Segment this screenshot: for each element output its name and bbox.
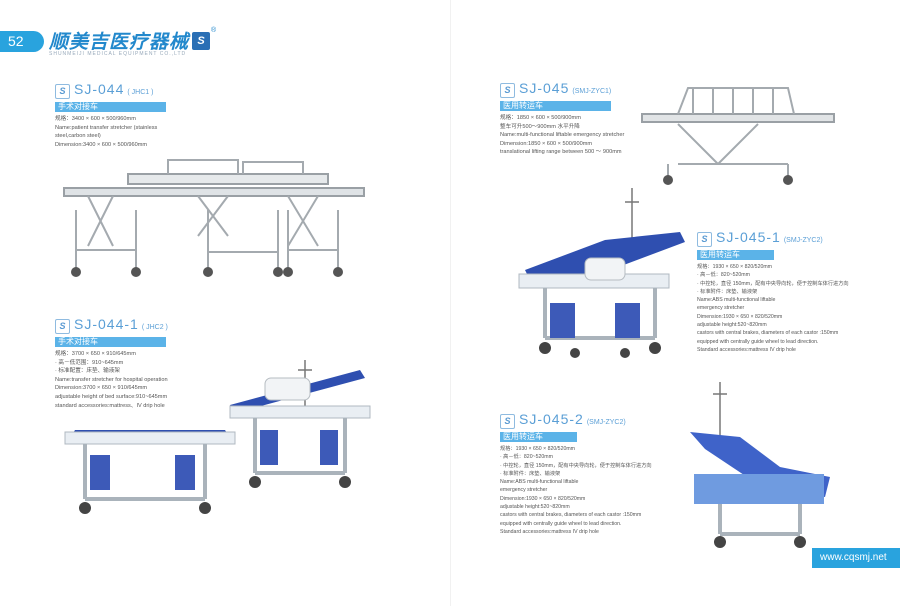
- website-url: www.cqsmj.net: [820, 552, 887, 563]
- spec-line: 规格：3700 × 650 × 910/645mm: [55, 351, 136, 357]
- spec-line: · 标准附件：床垫、输液架: [500, 470, 561, 477]
- product-code-row: S SJ-044 ( JHC1 ): [55, 81, 166, 99]
- s-logo-icon: S: [697, 232, 712, 247]
- product-specs: 规格：3400 × 600 × 500/960mm Name:patient t…: [55, 115, 166, 149]
- brand-subtitle: SHUNMEIJI MEDICAL EQUIPMENT CO.,LTD: [49, 51, 187, 57]
- product-specs: 规格：3700 × 650 × 910/645mm · 高－低范围：910~64…: [55, 350, 168, 410]
- product-code: SJ-044: [74, 81, 125, 97]
- spec-line: steel,carbon steel): [55, 133, 101, 140]
- product-code-row: S SJ-044-1 ( JHC2 ): [55, 316, 168, 334]
- product-image-sj-045-2: [690, 382, 830, 548]
- spec-line: emergency stretcher: [697, 305, 745, 312]
- product-code-row: S SJ-045-1 (SMJ-ZYC2): [697, 229, 849, 247]
- product-image-sj-045: [641, 87, 835, 185]
- spec-line: Dimension:1930 × 650 × 820/520mm: [500, 495, 586, 502]
- spec-line: 规格：1850 × 600 × 500/900mm: [500, 115, 581, 121]
- spec-line: Name:ABS multi-functional liftable: [500, 479, 579, 486]
- product-specs: 规格：1850 × 600 × 500/900mm 整车可升500～900mm …: [500, 114, 624, 157]
- brand-logo-icon: S: [192, 31, 211, 50]
- product-image-sj-044-1: [64, 360, 371, 514]
- product-sj-045-1: S SJ-045-1 (SMJ-ZYC2) 医用转运车 规格：1930 × 65…: [697, 229, 849, 354]
- product-code-row: S SJ-045 (SMJ-ZYC1): [500, 80, 624, 98]
- page-divider: [450, 0, 451, 606]
- product-sj-044-1: S SJ-044-1 ( JHC2 ) 手术对接车 规格：3700 × 650 …: [55, 316, 168, 410]
- spec-line: · 中控轮，直径 150mm，配有中央导向轮，便于控制车体行进方向: [697, 280, 849, 287]
- registered-mark: ®: [211, 27, 217, 34]
- spec-line: Dimension:3700 × 650 × 910/645mm: [55, 385, 148, 392]
- spec-line: equipped with centrally guide wheel to l…: [500, 520, 622, 527]
- website-url-box: www.cqsmj.net: [812, 548, 900, 568]
- spec-line: adjustable height:520~820mm: [500, 504, 570, 511]
- s-logo-icon: S: [500, 414, 515, 429]
- product-code: SJ-045: [519, 80, 570, 96]
- product-image-sj-045-1: [518, 188, 685, 358]
- product-model: ( JHC1 ): [127, 89, 154, 96]
- product-image-sj-044: [63, 159, 365, 277]
- product-specs: 规格：1930 × 650 × 820/520mm · 高－低：820~520m…: [697, 263, 849, 354]
- spec-line: Dimension:1930 × 650 × 820/520mm: [697, 313, 783, 320]
- product-code: SJ-045-1: [716, 229, 781, 245]
- spec-line: Dimension:3400 × 600 × 500/960mm: [55, 141, 148, 148]
- spec-line: 规格：1930 × 650 × 820/520mm: [697, 264, 772, 270]
- spec-line: adjustable height:520~820mm: [697, 322, 767, 329]
- product-code: SJ-045-2: [519, 411, 584, 427]
- spec-line: castors with central brakes, diameters o…: [500, 512, 642, 519]
- spec-line: · 标准附件：床垫、输液架: [697, 288, 758, 295]
- spec-line: Name:transfer stretcher for hospital ope…: [55, 376, 168, 383]
- product-sj-045-2: S SJ-045-2 (SMJ-ZYC2) 医用转运车 规格：1930 × 65…: [500, 411, 652, 536]
- product-sj-044: S SJ-044 ( JHC1 ) 手术对接车 规格：3400 × 600 × …: [55, 81, 166, 149]
- spec-line: · 高－低：820~520mm: [500, 454, 553, 461]
- product-name-cn: 医用转运车: [697, 250, 774, 260]
- product-name-cn: 手术对接车: [55, 102, 166, 112]
- spec-line: Standard accessories:mattress IV drip ho…: [697, 346, 796, 353]
- product-code-row: S SJ-045-2 (SMJ-ZYC2): [500, 411, 652, 429]
- page-number: 52: [8, 33, 24, 49]
- spec-line: 规格：3400 × 600 × 500/960mm: [55, 116, 136, 122]
- product-sj-045: S SJ-045 (SMJ-ZYC1) 医用转运车 规格：1850 × 600 …: [500, 80, 624, 157]
- product-specs: 规格：1930 × 650 × 820/520mm · 高－低：820~520m…: [500, 445, 652, 536]
- spec-line: adjustable height of bed surface:910~645…: [55, 393, 168, 400]
- spec-line: · 高－低范围：910~645mm: [55, 359, 124, 366]
- product-code: SJ-044-1: [74, 316, 139, 332]
- spec-line: Name:ABS multi-functional liftable: [697, 297, 776, 304]
- product-name-cn: 医用转运车: [500, 432, 577, 442]
- spec-line: castors with central brakes, diameters o…: [697, 330, 839, 337]
- spec-line: Name:patient transfer stretcher (stainle…: [55, 124, 158, 131]
- spec-line: Name:multi-functional liftable emergency…: [500, 132, 625, 139]
- spec-line: translational lifting range between 500 …: [500, 149, 622, 156]
- s-logo-icon: S: [55, 319, 70, 334]
- brand-name: 顺美吉医疗器械: [49, 32, 190, 53]
- brand-header: 顺美吉医疗器械 S ® SHUNMEIJI MEDICAL EQUIPMENT …: [49, 27, 217, 57]
- s-logo-icon: S: [500, 83, 515, 98]
- spec-line: 整车可升500～900mm 水平升降: [500, 123, 580, 130]
- s-logo-icon: S: [55, 84, 70, 99]
- spec-line: Dimension:1850 × 600 × 500/900mm: [500, 140, 593, 147]
- spec-line: · 中控轮，直径 150mm，配有中央导向轮，便于控制车体行进方向: [500, 462, 652, 469]
- product-name-cn: 医用转运车: [500, 101, 611, 111]
- spec-line: 规格：1930 × 650 × 820/520mm: [500, 446, 575, 452]
- spec-line: Standard accessories:mattress IV drip ho…: [500, 528, 599, 535]
- product-model: (SMJ-ZYC1): [572, 88, 612, 95]
- page-number-tab: 52: [0, 31, 44, 52]
- spec-line: · 高－低：820~520mm: [697, 272, 750, 279]
- product-name-cn: 手术对接车: [55, 337, 166, 347]
- spec-line: · 标准配置：床垫、输液架: [55, 368, 120, 375]
- product-model: (SMJ-ZYC2): [586, 419, 626, 426]
- spec-line: equipped with centrally guide wheel to l…: [697, 338, 819, 345]
- product-model: ( JHC2 ): [141, 324, 168, 331]
- product-model: (SMJ-ZYC2): [783, 237, 823, 244]
- spec-line: standard accessories:mattress、IV drip ho…: [55, 402, 165, 409]
- spec-line: emergency stretcher: [500, 487, 548, 494]
